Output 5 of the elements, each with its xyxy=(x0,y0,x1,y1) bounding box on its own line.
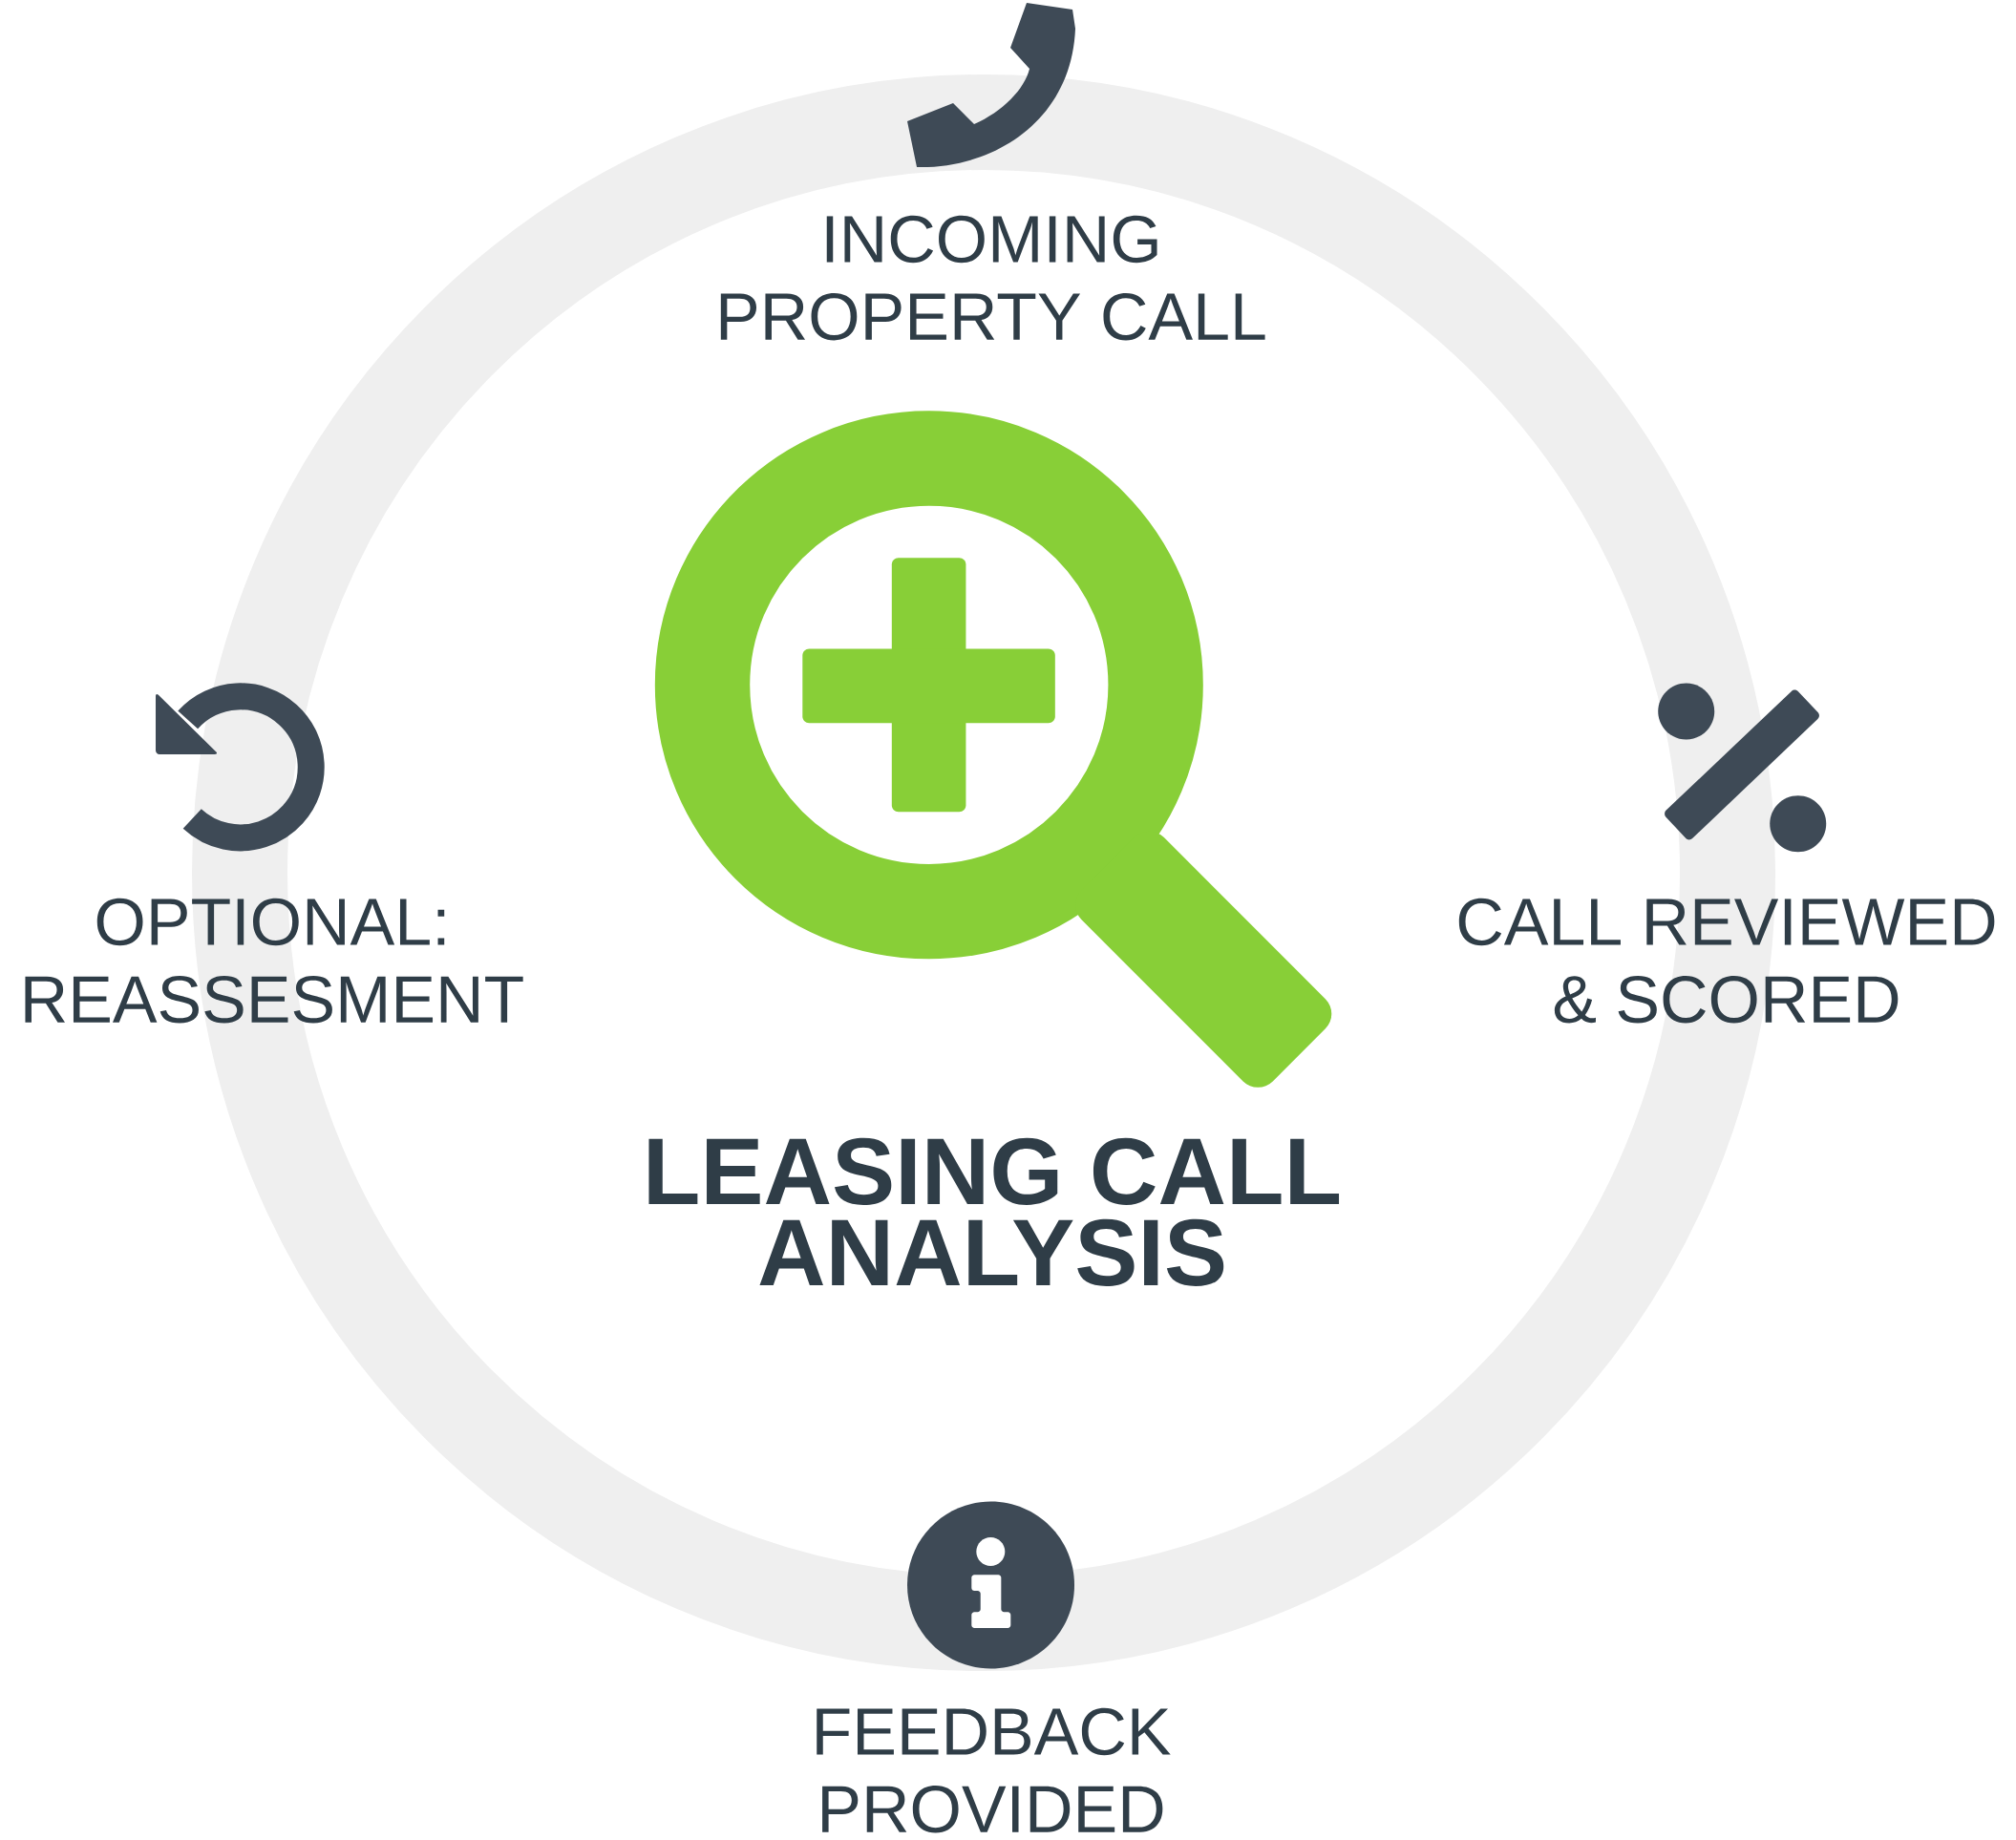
step-label: INCOMING PROPERTY CALL xyxy=(720,215,1265,341)
step-label: OPTIONAL: REASSESMENT xyxy=(25,898,523,1024)
title: LEASING CALL ANALYSIS xyxy=(648,1137,1340,1286)
step-label: FEEDBACK PROVIDED xyxy=(817,1707,1171,1833)
step-label: CALL REVIEWED & SCORED xyxy=(1458,898,1995,1024)
